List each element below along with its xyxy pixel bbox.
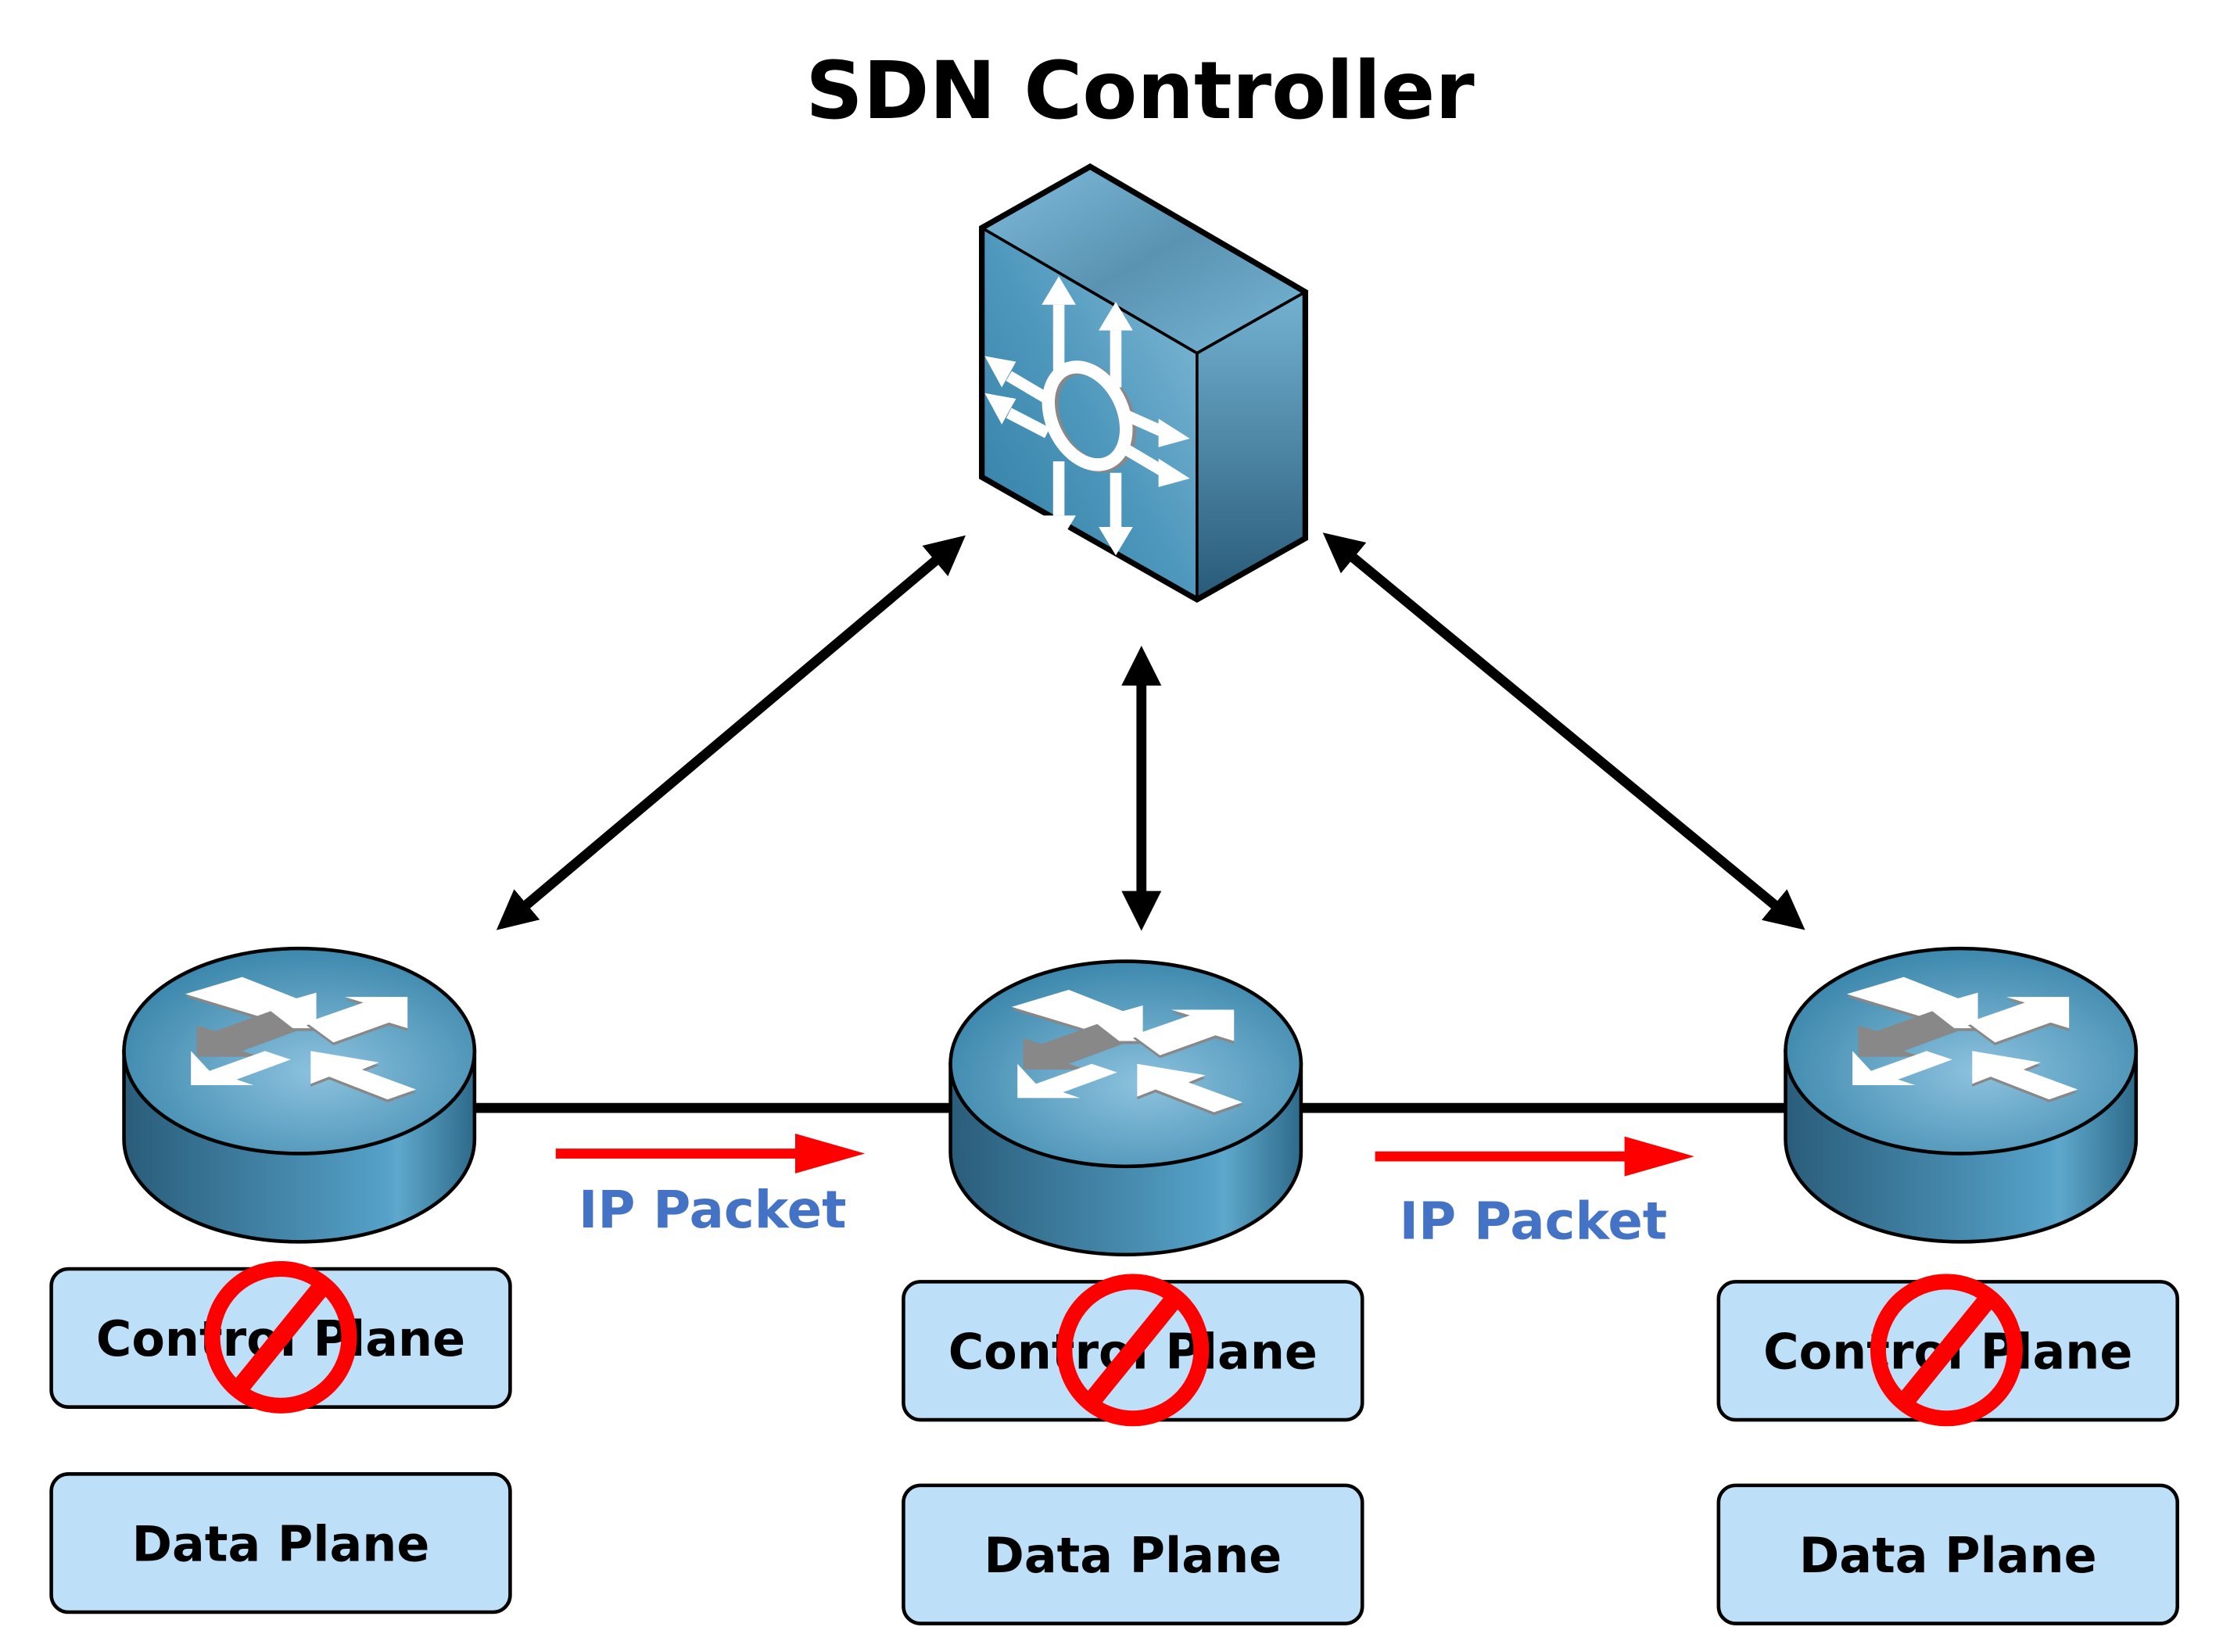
data-plane-label: Data Plane: [132, 1516, 430, 1572]
router-icon: [951, 962, 1301, 1255]
multilayer-switch-icon: [978, 163, 1309, 604]
control-plane-box-3: Control Plane: [1716, 1281, 2179, 1420]
diagram-title: SDN Controller: [805, 45, 1475, 138]
router-3: [1786, 948, 2136, 1242]
control-plane-box-2: Control Plane: [902, 1281, 1364, 1420]
data-plane-label: Data Plane: [984, 1528, 1282, 1584]
router-icon: [1786, 948, 2136, 1242]
router-2: [951, 962, 1301, 1255]
router-1: [124, 948, 475, 1242]
control-channel-right: [1322, 532, 1805, 930]
data-plane-box-3: Data Plane: [1716, 1483, 2179, 1625]
data-plane-label: Data Plane: [1799, 1528, 2097, 1584]
control-plane-box-1: Control Plane: [49, 1269, 512, 1407]
router-icon: [124, 948, 475, 1242]
data-plane-box-1: Data Plane: [49, 1472, 512, 1614]
ip-packet-label-2: IP Packet: [1400, 1192, 1667, 1252]
data-plane-box-2: Data Plane: [902, 1483, 1364, 1625]
control-channel-left: [496, 535, 966, 930]
ip-packet-label-1: IP Packet: [579, 1181, 846, 1240]
